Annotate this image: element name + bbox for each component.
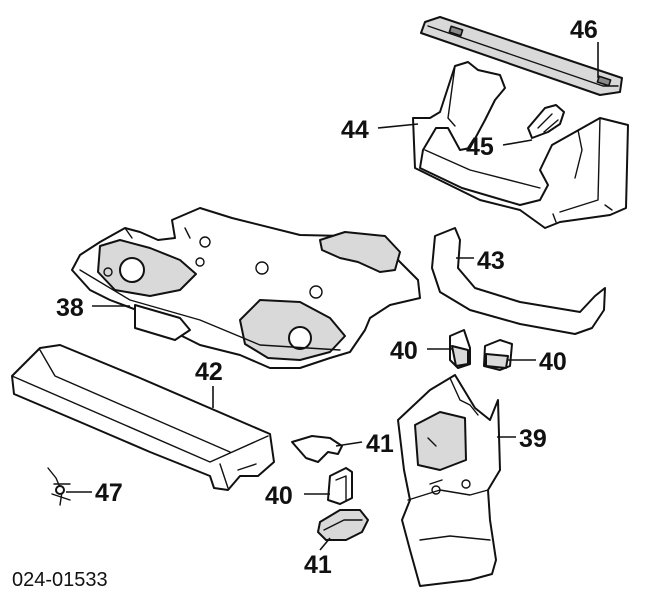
part-40-pad-upper-right [483,339,513,371]
callout-labels: 46 44 45 43 38 40 40 42 41 39 40 47 41 [56,16,598,579]
callout-45: 45 [466,133,494,161]
callout-40-upper-left: 40 [390,337,418,365]
callout-44: 44 [341,116,369,144]
part-38-floor-panel [71,207,421,369]
part-39-side-panel [397,374,501,587]
part-40-pad-lower [327,467,353,505]
part-43-strip [431,227,606,335]
callout-41-lower: 41 [304,551,332,579]
callout-38: 38 [56,294,84,322]
callout-43: 43 [477,247,505,275]
part-41-clip-upper [291,435,343,463]
part-47-fastener [47,467,71,506]
leader-lines [66,42,599,551]
callout-47: 47 [95,479,123,507]
callout-40-upper-right: 40 [539,348,567,376]
callout-42: 42 [195,358,223,386]
diagram-code: 024-01533 [12,569,108,591]
part-44-bracket-frame [412,61,629,229]
part-41-cover-lower [317,509,369,541]
part-42-tray [11,344,275,491]
callout-40-lower: 40 [265,482,293,510]
part-46-bracket-bar [420,16,623,96]
callout-46: 46 [570,16,598,44]
callout-39: 39 [519,425,547,453]
part-40-pad-upper-left [449,329,471,369]
callout-41-upper: 41 [366,430,394,458]
part-45-clip [527,104,565,139]
